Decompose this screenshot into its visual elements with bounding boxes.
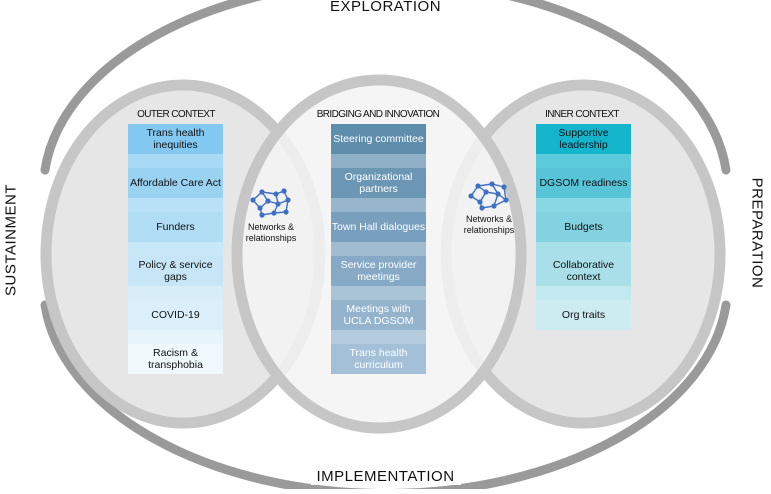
phase-preparation: PREPARATION (748, 173, 766, 293)
bridging-item: Organizational partners (331, 168, 426, 198)
connector-band (331, 154, 426, 168)
outer-item: Trans health inequities (128, 124, 223, 154)
connector-band (128, 242, 223, 256)
inner-item: DGSOM readiness (536, 168, 631, 198)
outer-item: Funders (128, 212, 223, 242)
outer-item: Affordable Care Act (128, 168, 223, 198)
connector-band (128, 198, 223, 212)
bridging-item: Town Hall dialogues (331, 212, 426, 242)
phase-sustainment: SUSTAINMENT (2, 180, 20, 300)
connector-band (128, 330, 223, 344)
outer-item: Racism & transphobia (128, 344, 223, 374)
phase-exploration: EXPLORATION (323, 0, 448, 15)
connector-band (331, 242, 426, 256)
network-left: Networks & relationships (231, 186, 311, 244)
inner-item: Collaborative context (536, 256, 631, 286)
bridging-item: Steering committee (331, 124, 426, 154)
connector-band (536, 286, 631, 300)
inner-context-title: INNER CONTEXT (545, 109, 619, 120)
connector-band (536, 242, 631, 256)
connector-band (128, 286, 223, 300)
phase-implementation: IMPLEMENTATION (310, 468, 461, 485)
connector-band (536, 198, 631, 212)
network-icon (468, 181, 509, 211)
inner-item: Org traits (536, 300, 631, 330)
connector-band (331, 330, 426, 344)
network-label-right: Networks & relationships (463, 214, 515, 235)
outer-item: COVID-19 (128, 300, 223, 330)
network-icon (250, 188, 291, 218)
bridging-item: Trans health curriculum (331, 344, 426, 374)
bridging-title: BRIDGING AND INNOVATION (316, 109, 440, 120)
inner-item: Supportive leadership (536, 124, 631, 154)
bridging-item: Service provider meetings (331, 256, 426, 286)
connector-band (331, 286, 426, 300)
network-right: Networks & relationships (449, 178, 529, 236)
inner-item: Budgets (536, 212, 631, 242)
connector-band (128, 154, 223, 168)
connector-band (331, 198, 426, 212)
connector-band (536, 154, 631, 168)
bridging-item: Meetings with UCLA DGSOM (331, 300, 426, 330)
network-label-left: Networks & relationships (245, 222, 297, 243)
outer-context-title: OUTER CONTEXT (137, 109, 215, 120)
outer-item: Policy & service gaps (128, 256, 223, 286)
